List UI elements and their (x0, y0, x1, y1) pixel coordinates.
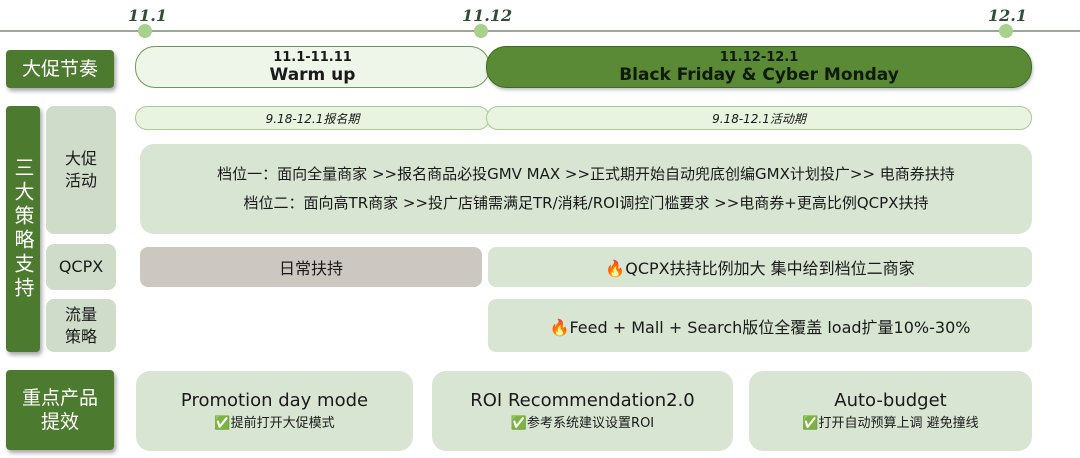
promo-tier-1: 档位一：面向全量商家 >>报名商品必投GMV MAX >>正式期开始自动兜底创编… (217, 165, 955, 183)
product-card-auto-budget: Auto-budget ✅打开自动预算上调 避免撞线 (749, 371, 1032, 451)
row-label-rhythm: 大促节奏 (6, 50, 114, 88)
product-title: Promotion day mode (180, 390, 369, 411)
phase-warmup: 11.1-11.11 Warm up (135, 46, 490, 88)
timeline-marker-11-12 (474, 24, 488, 38)
qcpx-boost-box: 🔥QCPX扶持比例加大 集中给到档位二商家 (488, 247, 1032, 287)
product-title: Auto-budget (834, 390, 947, 411)
timeline-marker-11-1 (138, 24, 152, 38)
phase-warmup-dates: 11.1-11.11 (273, 49, 352, 65)
traffic-box: 🔥Feed + Mall + Search版位全覆盖 load扩量10%-30% (488, 299, 1032, 352)
timeline-marker-12-1 (999, 24, 1013, 38)
row-label-products: 重点产品 提效 (6, 370, 114, 450)
period-signup: 9.18-12.1报名期 (135, 106, 490, 130)
phase-black-friday: 11.12-12.1 Black Friday & Cyber Monday (486, 46, 1032, 88)
phase-bf-name: Black Friday & Cyber Monday (619, 64, 899, 85)
row-label-strategy: 三大策略支持 (6, 106, 40, 352)
phase-bf-dates: 11.12-12.1 (719, 49, 799, 65)
product-desc: ✅参考系统建议设置ROI (510, 416, 655, 431)
sub-label-traffic: 流量 策略 (46, 299, 116, 352)
product-title: ROI Recommendation2.0 (470, 390, 695, 411)
sub-label-qcpx: QCPX (46, 244, 116, 290)
timeline-axis (0, 30, 1080, 32)
product-desc: ✅提前打开大促模式 (214, 416, 335, 431)
product-card-promotion-day: Promotion day mode ✅提前打开大促模式 (136, 371, 413, 451)
promo-tier-2: 档位二：面向高TR商家 >>投广店铺需满足TR/消耗/ROI调控门槛要求 >>电… (243, 194, 929, 212)
qcpx-daily-box: 日常扶持 (140, 247, 482, 287)
product-desc: ✅打开自动预算上调 避免撞线 (802, 416, 979, 431)
tick-label-11-1: 11.1 (128, 6, 167, 25)
tick-label-12-1: 12.1 (988, 6, 1027, 25)
tick-label-11-12: 11.12 (462, 6, 513, 25)
period-activity: 9.18-12.1活动期 (486, 106, 1032, 130)
promo-activity-box: 档位一：面向全量商家 >>报名商品必投GMV MAX >>正式期开始自动兜底创编… (140, 144, 1032, 234)
sub-label-promo-activity: 大促 活动 (46, 106, 116, 234)
product-card-roi-recommendation: ROI Recommendation2.0 ✅参考系统建议设置ROI (432, 371, 733, 451)
phase-warmup-name: Warm up (269, 64, 356, 85)
